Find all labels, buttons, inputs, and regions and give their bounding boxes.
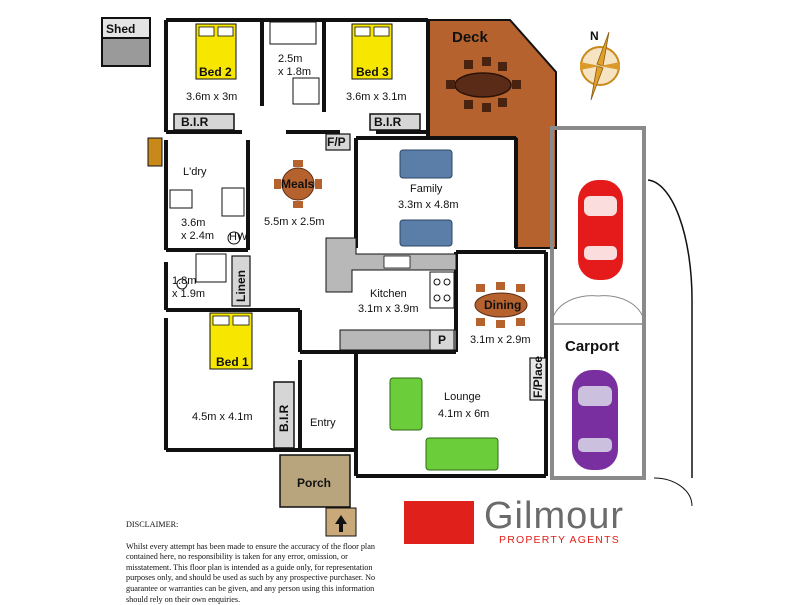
- dining-size: 3.1m x 2.9m: [470, 334, 531, 346]
- kitchen-size: 3.1m x 3.9m: [358, 303, 419, 315]
- purple-car-icon: [572, 370, 618, 470]
- deck: Deck: [427, 19, 557, 249]
- room-kitchen: P Kitchen 3.1m x 3.9m: [325, 237, 457, 351]
- linen-label: Linen: [234, 270, 248, 302]
- laundry-size-2: x 2.4m: [181, 230, 214, 242]
- bed-2-bir-label: B.I.R: [181, 115, 209, 129]
- lounge-size: 4.1m x 6m: [438, 408, 489, 420]
- bed-3-bir-label: B.I.R: [374, 115, 402, 129]
- fplace-label: F/Place: [531, 356, 545, 398]
- lounge-label: Lounge: [444, 391, 481, 403]
- disclaimer-body: Whilst every attempt has been made to en…: [126, 541, 376, 604]
- deck-table-icon: [446, 57, 521, 112]
- porch-label: Porch: [297, 476, 331, 490]
- walls: [164, 18, 548, 478]
- room-bathroom: 2.5m x 1.8m: [269, 21, 320, 105]
- bathroom-size-1: 2.5m: [278, 53, 302, 65]
- brand-name: Gilmour: [484, 495, 625, 537]
- disclaimer: DISCLAIMER: Whilst every attempt has bee…: [126, 520, 384, 605]
- pantry-label: P: [438, 333, 446, 347]
- room-bed-2: Bed 2 3.6m x 3m B.I.R: [173, 23, 237, 131]
- brand-red-block: [404, 501, 474, 544]
- ensuite-size-1: 1.8m: [172, 275, 196, 287]
- family-size: 3.3m x 4.8m: [398, 199, 459, 211]
- bed-1-bir-label: B.I.R: [277, 404, 291, 432]
- deck-label: Deck: [452, 29, 489, 46]
- bed-1-size: 4.5m x 4.1m: [192, 411, 253, 423]
- fp-label: F/P: [327, 135, 346, 149]
- meals-size: 5.5m x 2.5m: [264, 216, 325, 228]
- bathroom-size-2: x 1.8m: [278, 66, 311, 78]
- room-laundry: HW L'dry 3.6m x 2.4m: [147, 137, 248, 245]
- carport: Carport: [550, 126, 693, 507]
- red-car-icon: [578, 180, 623, 280]
- hw-label: HW: [229, 231, 248, 243]
- bed-2-label: Bed 2: [199, 65, 232, 79]
- meals-label: Meals: [281, 177, 315, 191]
- bed-3-size: 3.6m x 3.1m: [346, 91, 407, 103]
- room-family: Family 3.3m x 4.8m: [398, 149, 459, 247]
- room-dining: Dining 3.1m x 2.9m: [470, 282, 531, 346]
- ensuite-size-2: x 1.9m: [172, 288, 205, 300]
- disclaimer-title: DISCLAIMER:: [126, 520, 179, 529]
- kitchen-label: Kitchen: [370, 288, 407, 300]
- compass-icon: N: [580, 29, 620, 101]
- compass-north-label: N: [590, 29, 599, 43]
- room-meals: Meals 5.5m x 2.5m: [264, 160, 325, 228]
- fp-cupboard: F/P: [325, 133, 351, 151]
- linen-cupboard: Linen: [231, 255, 251, 307]
- carport-label: Carport: [565, 338, 619, 355]
- bed-3-label: Bed 3: [356, 65, 389, 79]
- entry-label: Entry: [310, 417, 336, 429]
- family-label: Family: [410, 183, 443, 195]
- room-lounge: F/Place Lounge 4.1m x 6m: [389, 356, 547, 471]
- room-bed-3: Bed 3 3.6m x 3.1m B.I.R: [346, 23, 421, 131]
- room-porch: Porch: [279, 454, 357, 537]
- room-ensuite: 1.8m x 1.9m: [172, 253, 227, 300]
- bed-2-size: 3.6m x 3m: [186, 91, 237, 103]
- bed-1-label: Bed 1: [216, 355, 249, 369]
- brand-tagline: PROPERTY AGENTS: [499, 534, 620, 546]
- room-bed-1: Bed 1 4.5m x 4.1m B.I.R: [192, 312, 295, 449]
- brand-logo: Gilmour PROPERTY AGENTS: [404, 495, 644, 549]
- room-entry: Entry: [310, 417, 336, 429]
- dining-label: Dining: [484, 298, 521, 312]
- shed: Shed: [101, 17, 151, 67]
- laundry-label: L'dry: [183, 166, 207, 178]
- laundry-size-1: 3.6m: [181, 217, 205, 229]
- shed-label: Shed: [106, 22, 135, 36]
